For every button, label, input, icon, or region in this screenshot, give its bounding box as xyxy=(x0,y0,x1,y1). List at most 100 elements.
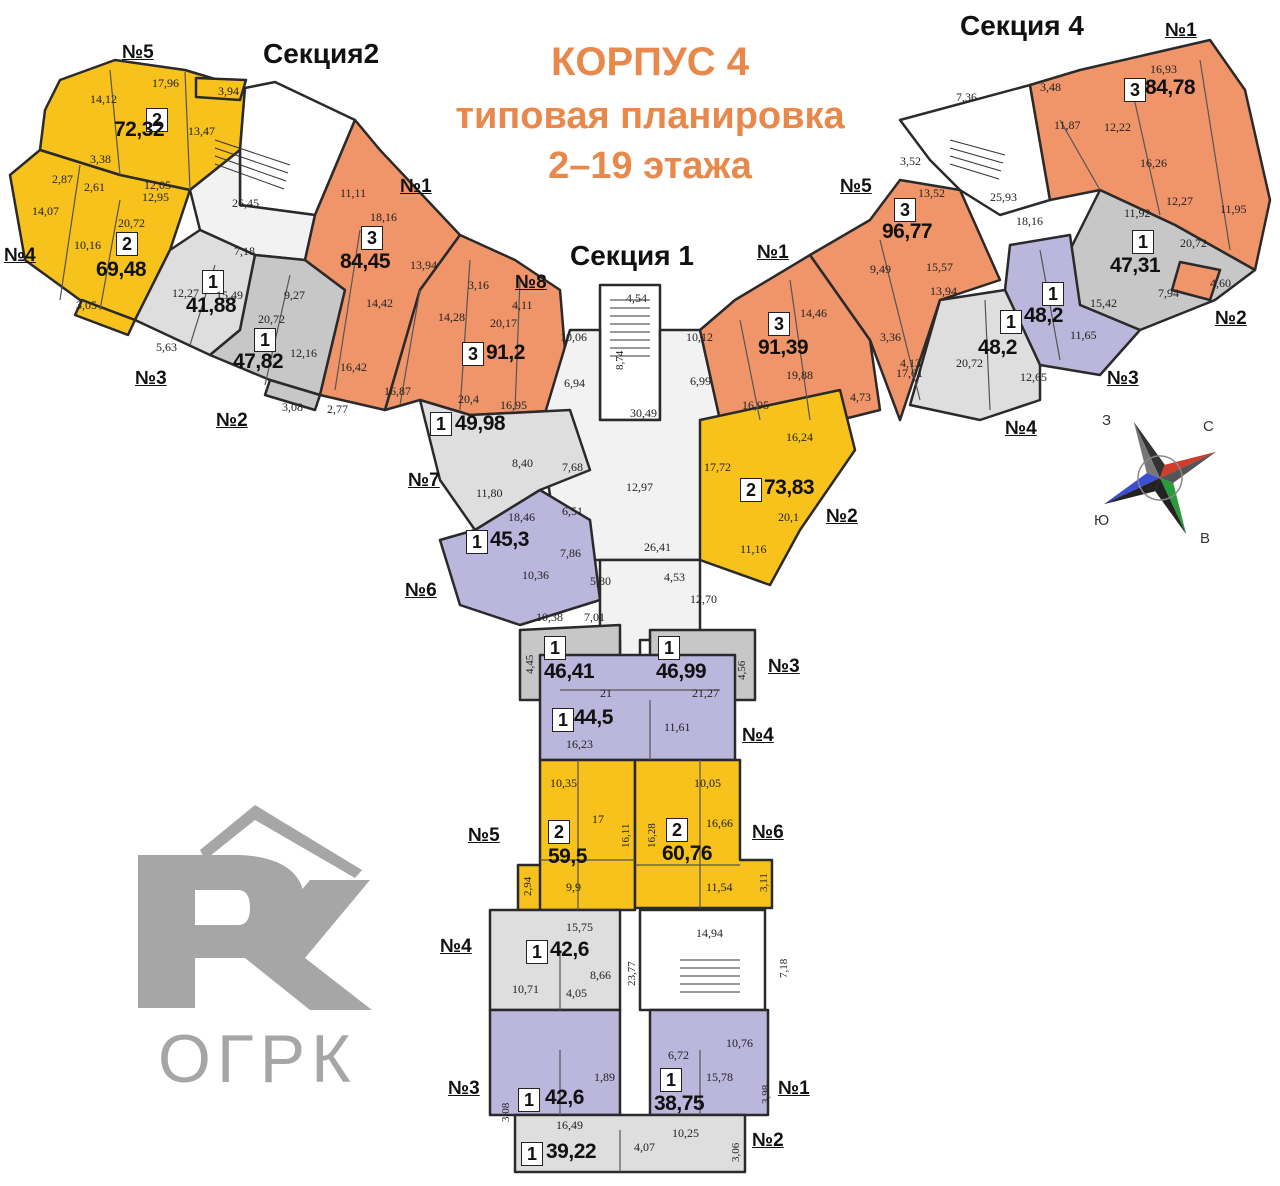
room-size: 16,11 xyxy=(620,823,632,848)
apartment-area: 69,48 xyxy=(96,258,147,281)
room-size: 7,68 xyxy=(562,460,583,474)
section-label-1: Секция 1 xyxy=(570,240,694,271)
apartment-number: №6 xyxy=(405,580,437,601)
apartment-area: 44,5 xyxy=(574,706,613,729)
room-size: 16,28 xyxy=(646,823,658,848)
room-size: 14,12 xyxy=(90,92,117,106)
apartment-area: 38,75 xyxy=(654,1092,705,1115)
apartment-area: 49,98 xyxy=(455,412,506,435)
room-count: 1 xyxy=(466,530,488,554)
room-size: 12,27 xyxy=(1166,194,1193,208)
room-size: 12,65 xyxy=(1020,370,1047,384)
room-size: 16,93 xyxy=(1150,62,1177,76)
room-size: 14,94 xyxy=(696,926,723,940)
room-count: 3 xyxy=(894,198,916,222)
room-size: 20,72 xyxy=(118,216,145,230)
room-size: 4,13 xyxy=(900,356,921,370)
apartment-s1-7[interactable] xyxy=(418,398,592,532)
room-size: 2,77 xyxy=(327,402,348,416)
room-size: 13,52 xyxy=(918,186,945,200)
room-size: 3,08 xyxy=(282,400,303,414)
room-size: 18,16 xyxy=(370,210,397,224)
room-count: 3 xyxy=(462,342,484,366)
room-size: 18,16 xyxy=(1016,214,1043,228)
room-size: 10,12 xyxy=(686,330,713,344)
apartment-s4-5[interactable] xyxy=(808,178,1002,422)
apartment-number: №1 xyxy=(400,176,432,197)
apartment-area: 42,6 xyxy=(550,938,589,961)
room-size: 8,40 xyxy=(512,456,533,470)
apartment-s4-1[interactable] xyxy=(1028,38,1272,272)
room-size: 18,46 xyxy=(508,510,535,524)
apartment-area: 46,99 xyxy=(656,660,707,683)
loggia xyxy=(1170,260,1222,302)
room-size: 15,57 xyxy=(926,260,953,274)
apartment-area: 46,41 xyxy=(544,660,595,683)
room-size: 3,06 xyxy=(730,1142,742,1162)
room-size: 20,4 xyxy=(458,392,479,406)
apartment-b-2[interactable] xyxy=(513,1113,747,1174)
ogrk-logo-text: ОГРК xyxy=(158,1021,357,1097)
room-count: 1 xyxy=(430,412,452,436)
room-size: 20,72 xyxy=(258,312,285,326)
room-count: 3 xyxy=(768,312,790,336)
room-size: 3,98 xyxy=(760,1084,772,1104)
room-size: 2,61 xyxy=(84,180,105,194)
room-size: 11,92 xyxy=(1124,206,1151,220)
room-size: 7,94 xyxy=(1158,286,1179,300)
section-label-4: Секция 4 xyxy=(960,10,1084,41)
room-size: 3,11 xyxy=(758,873,770,892)
apartment-number: №2 xyxy=(1215,308,1247,329)
room-size: 16,95 xyxy=(742,398,769,412)
compass-north: С xyxy=(1203,418,1214,435)
room-size: 16,23 xyxy=(566,737,593,751)
apartment-number: №1 xyxy=(778,1078,810,1099)
room-size: 12,05 xyxy=(144,178,171,192)
room-size: 3,38 xyxy=(90,152,111,166)
room-size: 10,06 xyxy=(560,330,587,344)
room-size: 20,72 xyxy=(1180,236,1207,250)
apartment-number: №2 xyxy=(216,410,248,431)
room-size: 4,05 xyxy=(566,986,587,1000)
room-count: 1 xyxy=(202,270,224,294)
apartment-number: №5 xyxy=(840,176,872,197)
apartment-area: 96,77 xyxy=(882,220,933,243)
room-size: 10,16 xyxy=(74,238,101,252)
compass-west: З xyxy=(1102,412,1112,429)
apartment-c-6[interactable] xyxy=(633,758,774,910)
room-size: 30,49 xyxy=(630,406,657,420)
apartment-number: №3 xyxy=(768,656,800,677)
room-count: 1 xyxy=(526,940,548,964)
room-size: 11,65 xyxy=(1070,328,1097,342)
room-size: 10,05 xyxy=(694,776,721,790)
loggia xyxy=(194,76,248,102)
room-count: 1 xyxy=(518,1088,540,1112)
room-size: 2,94 xyxy=(522,876,534,896)
room-size: 5,63 xyxy=(156,340,177,354)
room-size: 14,28 xyxy=(438,310,465,324)
apartment-area: 91,2 xyxy=(486,341,525,364)
room-size: 11,95 xyxy=(1220,202,1247,216)
room-size: 8,66 xyxy=(590,968,611,982)
room-size: 4,11 xyxy=(512,298,533,312)
room-size: 26,45 xyxy=(232,196,259,210)
room-size: 11,87 xyxy=(1054,118,1081,132)
room-size: 12,95 xyxy=(142,190,169,204)
room-size: 16,95 xyxy=(500,398,527,412)
room-count: 1 xyxy=(658,636,680,660)
room-size: 4,54 xyxy=(626,291,647,305)
room-size: 4,56 xyxy=(736,660,748,680)
apartment-number: №1 xyxy=(1165,20,1197,41)
room-size: 15,42 xyxy=(1090,296,1117,310)
apartment-number: №5 xyxy=(468,825,500,846)
room-size: 15,49 xyxy=(216,288,243,302)
room-size: 16,42 xyxy=(340,360,367,374)
apartment-number: №5 xyxy=(122,42,154,63)
compass-icon xyxy=(1103,421,1217,535)
apartment-area: 47,31 xyxy=(1110,254,1161,277)
room-size: 4,07 xyxy=(634,1140,655,1154)
apartment-number: №8 xyxy=(515,272,547,293)
apartment-s1-6[interactable] xyxy=(438,488,602,627)
room-size: 16,26 xyxy=(1140,156,1167,170)
room-count: 1 xyxy=(1132,230,1154,254)
